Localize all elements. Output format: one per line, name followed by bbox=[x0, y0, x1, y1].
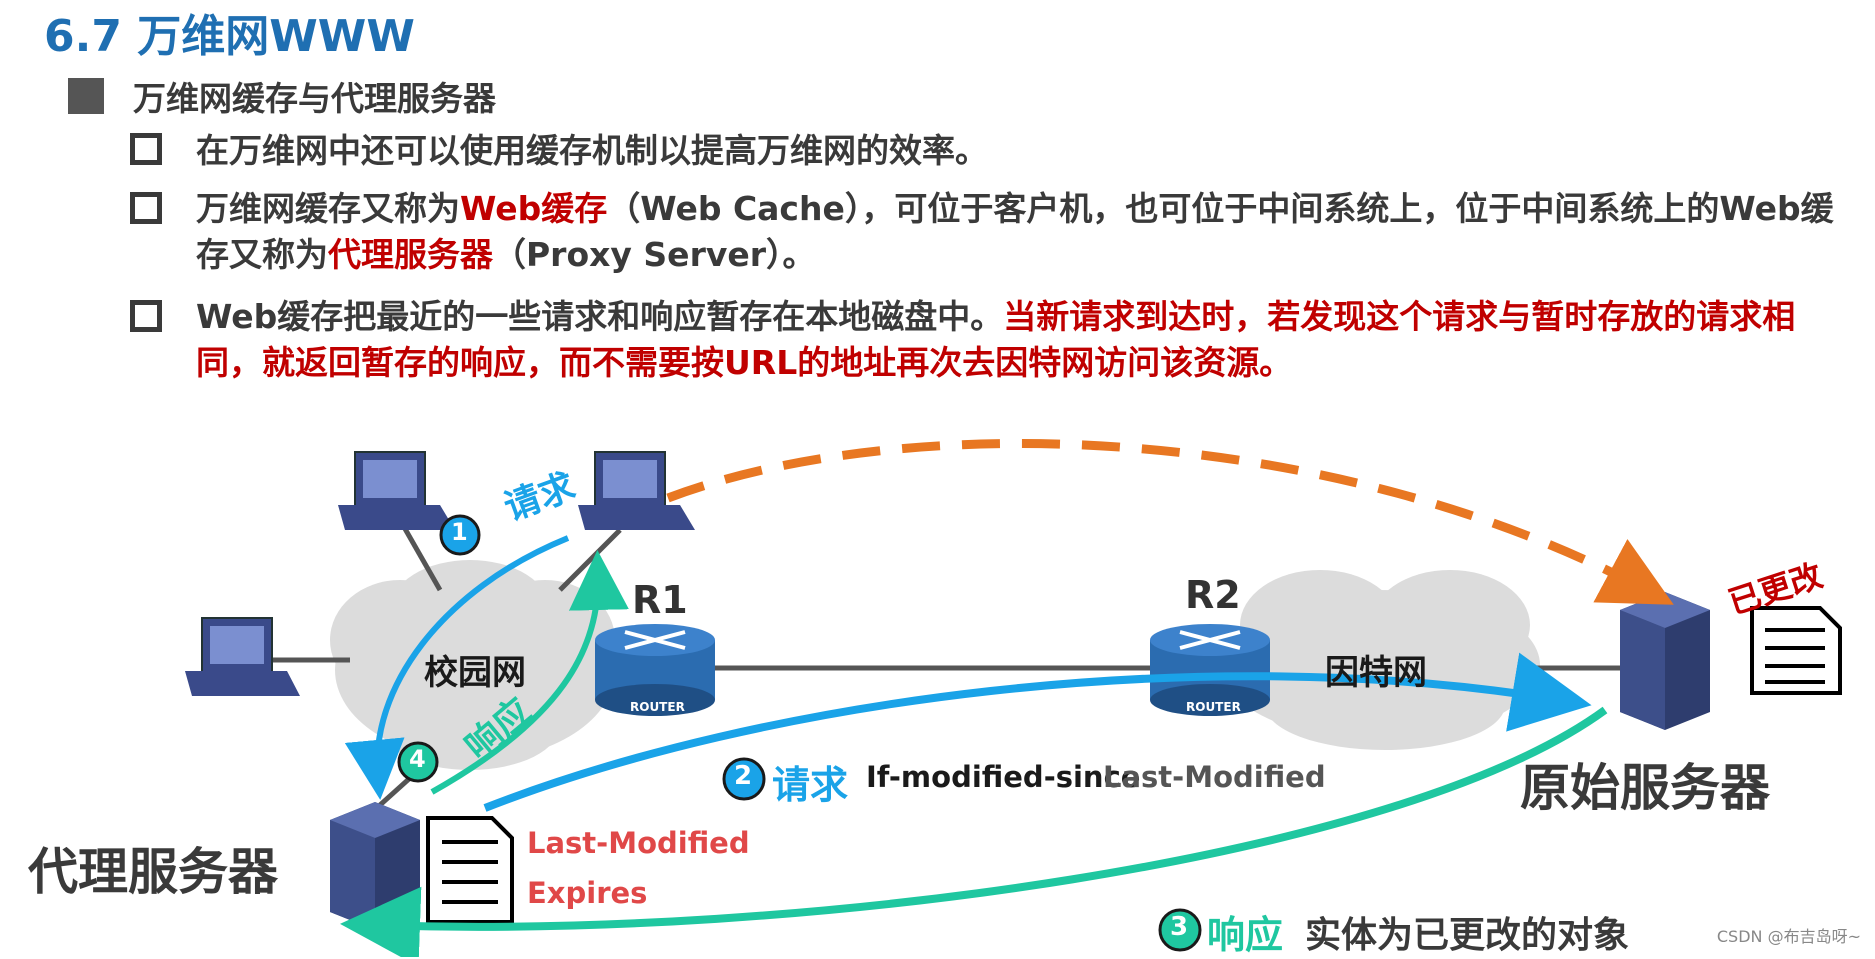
bullet-box-2 bbox=[130, 192, 162, 224]
router-r1-label: R1 bbox=[632, 578, 688, 622]
step4-badge bbox=[397, 741, 439, 783]
b3-red-text: 当新请求到达时，若发现这个请求与暂时存放的请求相同，就返回暂存的响应，而不需要按… bbox=[196, 297, 1796, 382]
step2-number: 2 bbox=[734, 761, 753, 791]
b2-text-b: （Web Cache），可位于客户机，也可位于中间系统上，位于中间系统上的Web… bbox=[196, 189, 1834, 274]
router-r1-text: ROUTER bbox=[630, 700, 685, 714]
bullet-text-1: 在万维网中还可以使用缓存机制以提高万维网的效率。 bbox=[196, 131, 988, 170]
step4-number: 4 bbox=[409, 745, 426, 773]
section-heading: 万维网缓存与代理服务器 bbox=[133, 79, 496, 118]
step2-header-last-modified: Last-Modified bbox=[1103, 760, 1326, 794]
section-bullet bbox=[68, 78, 104, 114]
b2-red-web-cache: Web缓存 bbox=[460, 189, 608, 228]
step4-response-arrow bbox=[430, 550, 629, 795]
bullet-box-1 bbox=[130, 133, 162, 165]
origin-server-icon bbox=[1620, 592, 1710, 730]
step1-badge bbox=[439, 514, 481, 556]
b2-red-proxy: 代理服务器 bbox=[328, 235, 493, 274]
proxy-document-icon bbox=[426, 816, 514, 924]
page-title: 6.7 万维网WWW bbox=[44, 11, 415, 62]
step3-badge bbox=[1158, 908, 1202, 952]
bullet-text-3: Web缓存把最近的一些请求和响应暂存在本地磁盘中。当新请求到达时，若发现这个请求… bbox=[196, 294, 1836, 386]
router-r2-icon bbox=[1150, 624, 1270, 716]
step3-description: 实体为已更改的对象 bbox=[1305, 915, 1630, 956]
step2-badge bbox=[722, 757, 766, 801]
origin-server-label: 原始服务器 bbox=[1520, 759, 1770, 817]
b2-text-a: 万维网缓存又称为 bbox=[196, 189, 460, 228]
bullet-text-2: 万维网缓存又称为Web缓存（Web Cache），可位于客户机，也可位于中间系统… bbox=[196, 186, 1836, 278]
proxy-server-icon bbox=[330, 802, 420, 930]
proxy-server-label: 代理服务器 bbox=[28, 843, 278, 901]
pc-icon-top-right bbox=[578, 451, 695, 530]
step3-number: 3 bbox=[1170, 912, 1189, 942]
doc-field-last-modified: Last-Modified bbox=[527, 826, 750, 860]
orange-dashed-arrow bbox=[666, 439, 1674, 605]
b2-text-c: （Proxy Server）。 bbox=[493, 235, 816, 274]
pc-icon-left bbox=[185, 617, 300, 696]
step2-header-if-modified-since: If-modified-since bbox=[866, 760, 1141, 794]
b3-text: Web缓存把最近的一些请求和响应暂存在本地磁盘中。 bbox=[196, 297, 1004, 336]
step2-label: 请求 bbox=[772, 763, 849, 807]
step3-response-arrow bbox=[340, 706, 1608, 957]
router-r1-icon bbox=[595, 624, 715, 716]
pc-icon-top-left bbox=[338, 451, 455, 530]
origin-document-icon bbox=[1750, 606, 1842, 695]
router-r2-text: ROUTER bbox=[1186, 700, 1241, 714]
step1-number: 1 bbox=[451, 518, 468, 546]
step3-label: 响应 bbox=[1207, 913, 1284, 957]
campus-network-label: 校园网 bbox=[424, 653, 526, 693]
step1-request-arrow bbox=[344, 535, 570, 800]
doc-field-expires: Expires bbox=[527, 876, 648, 910]
bullet-box-3 bbox=[130, 300, 162, 332]
internet-cloud bbox=[1220, 570, 1540, 750]
campus-cloud bbox=[330, 560, 615, 770]
router-r2-label: R2 bbox=[1185, 573, 1241, 617]
step2-request-arrow bbox=[483, 652, 1592, 812]
internet-label: 因特网 bbox=[1325, 653, 1427, 693]
watermark: CSDN @布吉岛呀~ bbox=[1716, 927, 1861, 946]
